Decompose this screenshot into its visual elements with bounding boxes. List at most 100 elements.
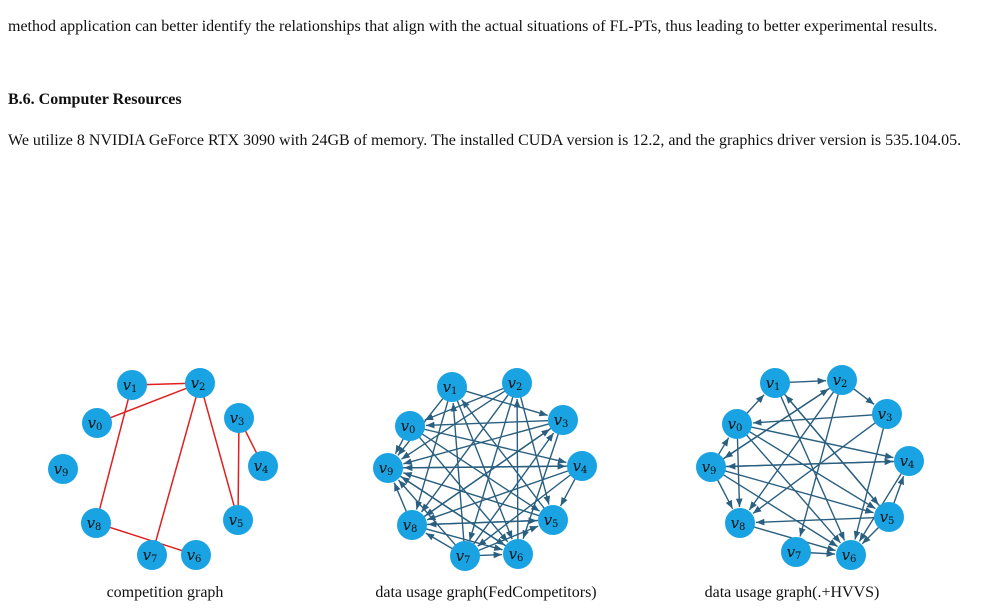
node-circle (185, 368, 215, 398)
node-v9: v9 (48, 454, 78, 484)
caption-data-usage-hvvs: data usage graph(.+HVVS) (704, 584, 880, 601)
node-circle (696, 452, 726, 482)
caption-data-usage-fedcompetitors: data usage graph(FedCompetitors) (375, 584, 597, 601)
node-v2: v2 (185, 368, 215, 398)
edge-9-2 (718, 388, 830, 463)
node-v7: v7 (450, 541, 480, 571)
edge-8-5 (420, 517, 538, 526)
node-v0: v0 (82, 408, 112, 438)
edge-0-4 (745, 425, 894, 460)
edge-3-0 (752, 413, 879, 426)
node-circle (81, 508, 111, 538)
node-circle (82, 408, 112, 438)
node-circle (395, 411, 425, 441)
node-v9: v9 (696, 452, 726, 482)
node-circle (224, 403, 254, 433)
data-usage-graph-hvvs: v0 v1 v2 v3 v4 v5 v6 v7 v8 v9 (696, 365, 924, 570)
node-circle (894, 446, 924, 476)
node-circle (722, 409, 752, 439)
edge-0-2 (105, 385, 192, 421)
edge-2-7 (153, 391, 199, 547)
edge-2-7 (799, 388, 841, 537)
node-circle (827, 365, 857, 395)
node-v9: v9 (373, 453, 403, 483)
node-circle (248, 451, 278, 481)
node-circle (781, 537, 811, 567)
node-circle (117, 370, 147, 400)
edge-9-6 (395, 472, 506, 546)
node-circle (450, 541, 480, 571)
node-circle (874, 502, 904, 532)
edge-1-6 (777, 390, 846, 541)
edge-2-5 (201, 391, 237, 512)
node-circle (437, 372, 467, 402)
node-circle (538, 505, 568, 535)
node-v0: v0 (395, 411, 425, 441)
edge-4-5 (559, 473, 579, 507)
edge-3-0 (425, 419, 555, 429)
edge-0-4 (418, 427, 567, 464)
node-v4: v4 (248, 451, 278, 481)
edge-4-8 (426, 468, 574, 521)
edge-8-6 (420, 526, 503, 551)
edge-0-6 (742, 430, 842, 544)
edge-8-3 (419, 428, 551, 521)
edge-3-6 (853, 422, 886, 540)
node-v6: v6 (503, 539, 533, 569)
paragraph-intro-continuation: method application can better identify t… (8, 18, 938, 35)
node-v8: v8 (725, 508, 755, 538)
node-circle (137, 540, 167, 570)
edge-1-8 (97, 393, 131, 515)
node-circle (503, 539, 533, 569)
edge-3-8 (752, 418, 881, 515)
edge-5-9 (403, 472, 545, 518)
node-v4: v4 (567, 451, 597, 481)
edge-9-8 (714, 474, 734, 510)
edge-3-5 (237, 426, 240, 512)
edge-2-8 (420, 389, 513, 513)
edge-4-7 (477, 470, 576, 547)
edge-4-9 (726, 460, 901, 470)
edge-2-8 (748, 386, 838, 511)
node-circle (548, 405, 578, 435)
node-v5: v5 (874, 502, 904, 532)
edge-7-8 (425, 532, 458, 553)
edge-1-8 (415, 395, 451, 510)
node-v4: v4 (894, 446, 924, 476)
node-v6: v6 (181, 540, 211, 570)
node-v3: v3 (224, 403, 254, 433)
edge-8-6 (104, 524, 188, 554)
node-v1: v1 (760, 368, 790, 398)
section-heading: B.6. Computer Resources (8, 91, 182, 108)
node-circle (567, 451, 597, 481)
node-circle (373, 453, 403, 483)
node-v3: v3 (872, 399, 902, 429)
edge-9-4 (396, 462, 567, 470)
node-v8: v8 (81, 508, 111, 538)
edge-5-1 (461, 399, 549, 514)
node-circle (725, 508, 755, 538)
node-v5: v5 (538, 505, 568, 535)
node-v2: v2 (827, 365, 857, 395)
node-v7: v7 (781, 537, 811, 567)
edge-0-8 (735, 432, 743, 508)
caption-competition-graph: competition graph (106, 584, 224, 601)
node-v8: v8 (397, 510, 427, 540)
edge-1-2 (140, 382, 192, 386)
edge-0-5 (417, 430, 540, 512)
node-v5: v5 (223, 505, 253, 535)
node-circle (760, 368, 790, 398)
node-v3: v3 (548, 405, 578, 435)
node-v0: v0 (722, 409, 752, 439)
edge-9-5 (719, 468, 874, 514)
node-circle (181, 540, 211, 570)
node-circle (836, 540, 866, 570)
node-circle (223, 505, 253, 535)
edge-1-3 (460, 388, 548, 417)
node-circle (502, 368, 532, 398)
node-v6: v6 (836, 540, 866, 570)
node-circle (48, 454, 78, 484)
edge-7-3 (469, 432, 555, 550)
